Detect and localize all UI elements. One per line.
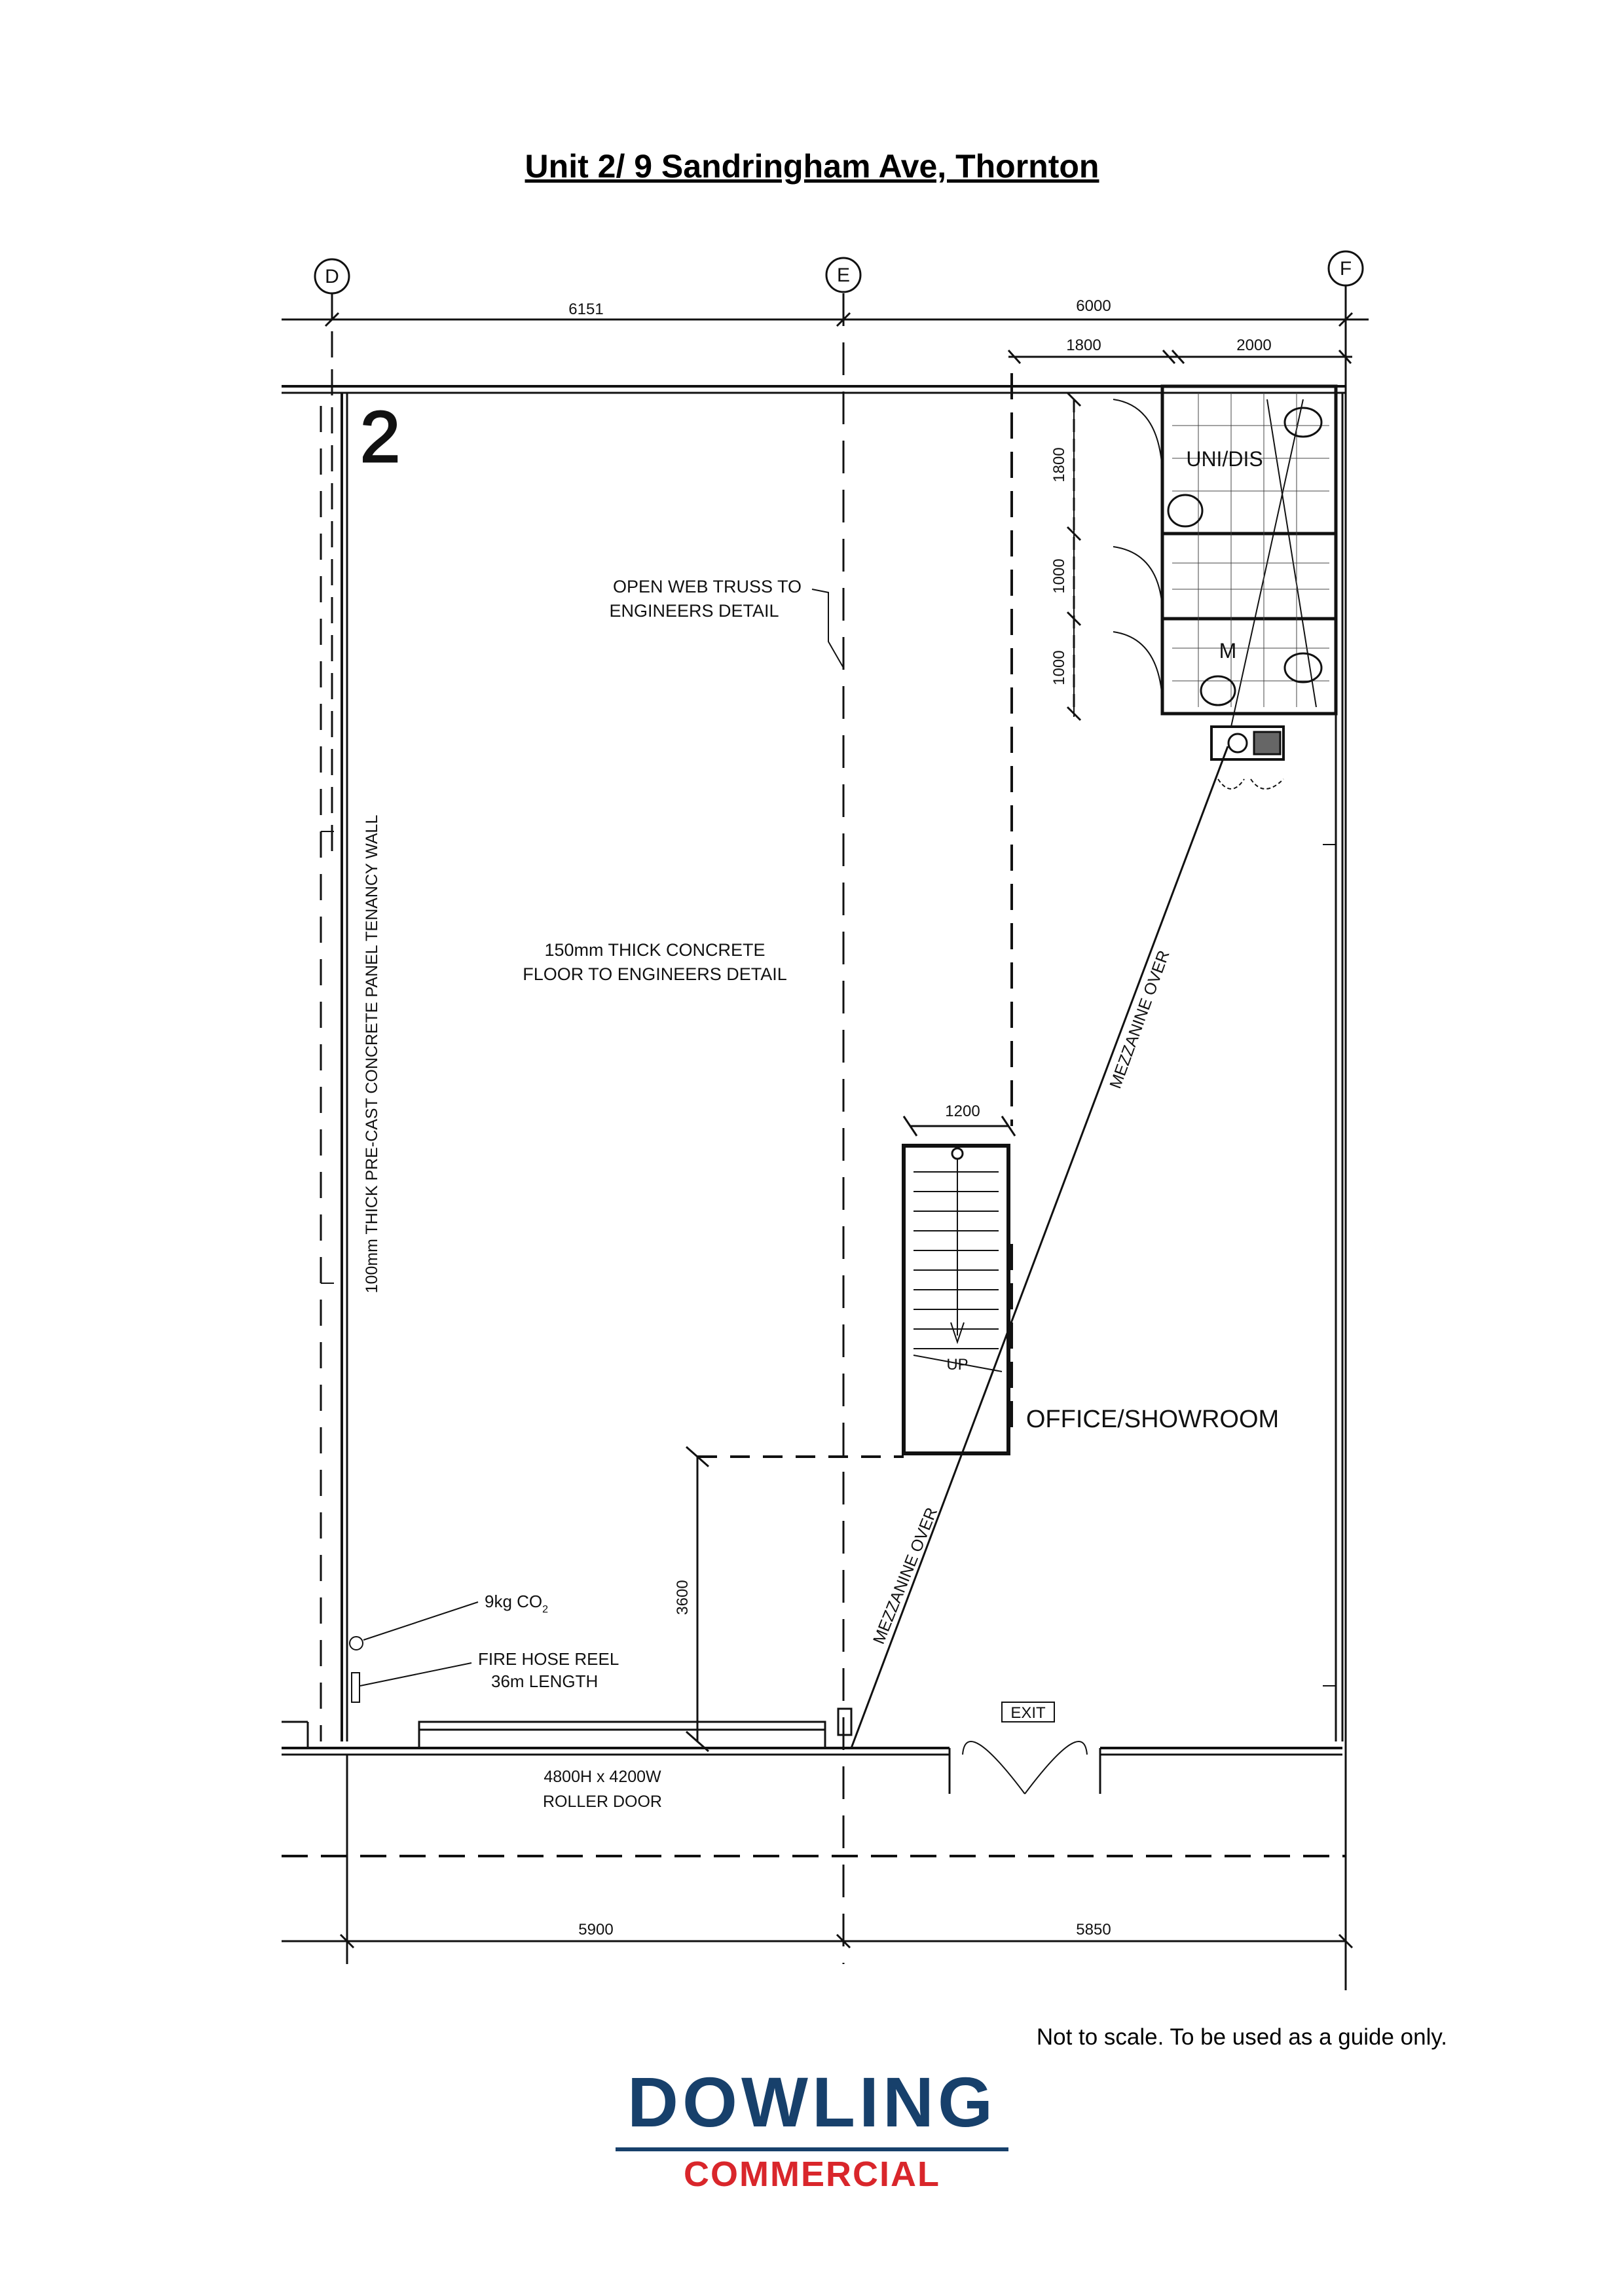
dim-v-3600: 3600 xyxy=(674,1580,692,1614)
dim-v-1000b: 1000 xyxy=(1050,650,1068,685)
co2-label: 9kg CO2 xyxy=(485,1592,548,1615)
truss-leader xyxy=(811,589,844,668)
grid-bubble-e xyxy=(825,257,862,293)
dim-v-1000a: 1000 xyxy=(1050,558,1068,593)
toilet-uni-label: UNI/DIS xyxy=(1186,447,1263,471)
exit-sign xyxy=(1001,1702,1055,1722)
stair xyxy=(902,1144,1010,1455)
floor-label-1: 150mm THICK CONCRETE xyxy=(544,940,765,960)
dim-v-1800: 1800 xyxy=(1050,447,1068,482)
roller-door-label-1: 4800H x 4200W xyxy=(544,1768,661,1786)
grid-label-d: D xyxy=(325,266,339,287)
toilet-block xyxy=(1160,384,1338,716)
dim-stair-width: 1200 xyxy=(945,1102,980,1120)
truss-label-1: OPEN WEB TRUSS TO xyxy=(613,577,802,596)
floor-label-2: FLOOR TO ENGINEERS DETAIL xyxy=(523,964,787,984)
dim-top-de: 6151 xyxy=(568,301,603,318)
dim-bottom-ef: 5850 xyxy=(1076,1921,1111,1939)
office-showroom-label: OFFICE/SHOWROOM xyxy=(1026,1406,1279,1433)
logo-rule xyxy=(616,2147,1008,2151)
roller-door xyxy=(418,1721,826,1731)
dim-top-2000: 2000 xyxy=(1236,337,1271,354)
dim-top-1800: 1800 xyxy=(1066,337,1101,354)
unit-number: 2 xyxy=(360,397,400,477)
roller-door-label-2: ROLLER DOOR xyxy=(543,1793,662,1811)
mezzanine-upper-label: MEZZANINE OVER xyxy=(1106,948,1173,1091)
co2-extinguisher xyxy=(349,1636,363,1650)
toilet-pan xyxy=(1283,407,1323,438)
logo-subtitle: COMMERCIAL xyxy=(684,2155,940,2194)
grid-label-f: F xyxy=(1340,258,1352,280)
exit-label: EXIT xyxy=(1010,1704,1046,1722)
logo-name: DOWLING xyxy=(627,2062,997,2141)
page-title: Unit 2/ 9 Sandringham Ave, Thornton xyxy=(525,148,1099,185)
fire-hose-reel xyxy=(351,1672,360,1703)
mezzanine-line xyxy=(850,746,1229,1749)
grid-label-e: E xyxy=(837,264,850,286)
stair-up-label: UP xyxy=(946,1356,968,1374)
fire-hose-label-1: FIRE HOSE REEL xyxy=(478,1649,619,1669)
scale-note: Not to scale. To be used as a guide only… xyxy=(1036,2024,1447,2050)
toilet-m-label: M xyxy=(1219,639,1237,663)
exit-door-swing xyxy=(962,1741,1025,1795)
dim-top-ef: 6000 xyxy=(1076,297,1111,315)
dim-bottom-de: 5900 xyxy=(578,1921,613,1939)
basin xyxy=(1210,725,1285,761)
mezzanine-lower-label: MEZZANINE OVER xyxy=(870,1505,941,1647)
fire-hose-label-2: 36m LENGTH xyxy=(491,1671,598,1691)
truss-label-2: ENGINEERS DETAIL xyxy=(609,601,779,621)
door-swing-1 xyxy=(1113,399,1163,472)
tenancy-wall-label: 100mm THICK PRE-CAST CONCRETE PANEL TENA… xyxy=(363,815,381,1294)
